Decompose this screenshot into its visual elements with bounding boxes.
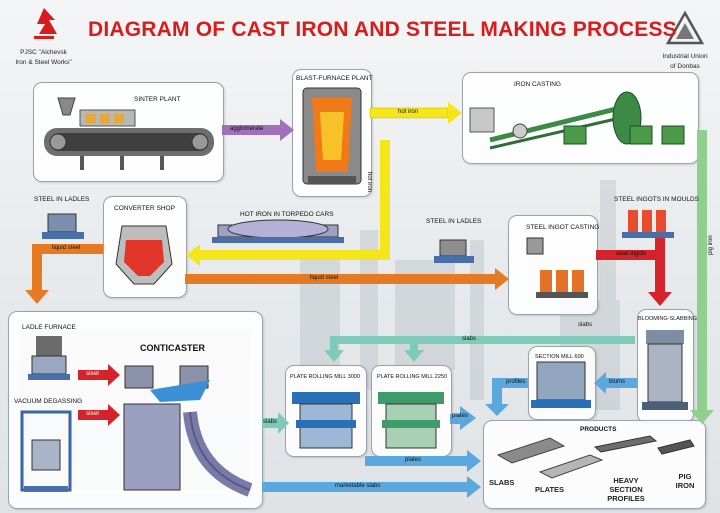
pig-iron-arrow [690,130,714,424]
alchevsk-logo: PJSC "Alchevsk Iron & Steel Works" [6,6,81,67]
liquid-steel-left-flow-label: liquid steel [52,245,81,251]
iron-casting-machine-icon [469,91,685,150]
products-label: PRODUCTS [580,426,617,433]
logo-left-line2: Iron & Steel Works" [15,59,72,66]
product-slabs: SLABS [489,478,515,487]
industrial-union-emblem-icon [665,10,705,45]
logo-left-line1: PJSC "Alchevsk [20,49,67,56]
blooming-slabbing-label: BLOOMING-SLABBING [638,316,697,322]
plate-mill-2250-icon [378,392,444,449]
hot-iron-to-casting-arrow [369,102,462,124]
conticaster-label: CONTICASTER [140,343,205,353]
converter-icon [115,225,173,285]
ingot-casting-icon [526,237,588,298]
steel-in-ladles-left-label: STEEL IN LADLES [34,196,90,203]
hot-iron-vertical-flow-label: hot iron [366,172,372,193]
product-plates: PLATES [535,485,565,494]
steel-ingots-arrow [596,238,672,306]
ladle-furnace-label: LADLE FURNACE [22,324,76,331]
slabs-mid-arrow [262,412,289,434]
product-heavy-section-profiles: HEAVY SECTION PROFILES [607,476,645,503]
products-icon [496,435,695,479]
agglomerate-arrow [222,119,294,141]
marketable-slabs-arrow [262,476,481,498]
ingots-in-moulds-icon [622,210,674,238]
logo-right-line1: Industrial Union [662,53,708,60]
product-pig-iron: PIG IRON [675,472,695,490]
torpedo-car-icon [212,219,344,243]
vacuum-degassing-label: VACUUM DEGASSING [14,398,83,405]
blast-furnace-label: BLAST-FURNACE PLANT [296,75,373,82]
blooming-slabbing-icon [642,330,688,410]
plate-mill-2250-label: PLATE ROLLING MILL 2250 [377,374,448,380]
steel-arrows [78,364,120,426]
alchevsk-emblem-icon [33,8,57,39]
blast-furnace-icon [302,87,362,185]
section-mill-label: SECTION MILL 600 [535,354,584,360]
sinter-plant-label: SINTER PLANT [134,96,181,103]
plate-mill-3000-icon [292,392,360,449]
slabs-top-arrow [324,336,635,362]
plates-flow-label-1: plates [452,413,469,419]
liquid-steel-right-flow-label: liquid steel [310,275,339,281]
sinter-machine-icon [44,97,214,170]
conticaster-machine-icon [123,365,253,497]
pig-iron-flow-label: pig iron [708,235,714,255]
section-mill-icon [531,361,591,408]
steel-ingot-casting-label: STEEL INGOT CASTING [526,224,600,231]
marketable-slabs-flow-label: marketable slabs [335,483,381,489]
slabs-top-flow-label: slabs [462,336,477,342]
iron-casting-label: IRON CASTING [514,81,561,88]
vacuum-degassing-icon [20,410,72,492]
products-box [483,420,706,509]
steel-ladle-car-left-icon [42,213,84,239]
steel-ingot-casting-box [508,215,598,315]
plates-arrows [365,406,481,472]
steel-ingots-flow-label: steel ingots [616,251,647,257]
hot-iron-to-torpedo-arrow [186,140,390,266]
liquid-steel-left-arrow [25,244,103,304]
steel-ladle-car-mid-icon [434,239,474,263]
industrial-union-logo: Industrial Union of Donbas [652,10,718,71]
liquid-steel-right-arrow [185,268,509,290]
converter-shop-label: CONVERTER SHOP [114,205,175,212]
profiles-flow-label: profiles [506,379,526,385]
slabs-mid-flow-label: slabs [263,419,278,425]
hot-iron-torpedo-label: HOT IRON IN TORPEDO CARS [240,211,334,218]
agglomerate-flow-label: agglomerate [230,126,264,132]
steel-in-ladles-mid-label: STEEL IN LADLES [426,218,482,225]
blums-arrow [594,372,637,394]
plate-mill-3000-label: PLATE ROLLING MILL 3000 [290,374,361,380]
steel-flow-label-1: steel [86,371,99,377]
slabs-right-flow-label: slabs [578,322,593,328]
ladle-furnace-icon [28,336,70,380]
diagram-title: DIAGRAM OF CAST IRON AND STEEL MAKING PR… [88,18,677,41]
plates-flow-label-2: plates [405,457,422,463]
steel-flow-label-2: steel [86,411,99,417]
logo-right-line2: of Donbas [670,63,700,70]
profiles-arrow [485,378,528,416]
blums-flow-label: blums [609,379,626,385]
steel-ingots-moulds-label: STEEL INGOTS IN MOULDS [614,196,699,203]
hot-iron-flow-label: hot iron [398,109,419,115]
